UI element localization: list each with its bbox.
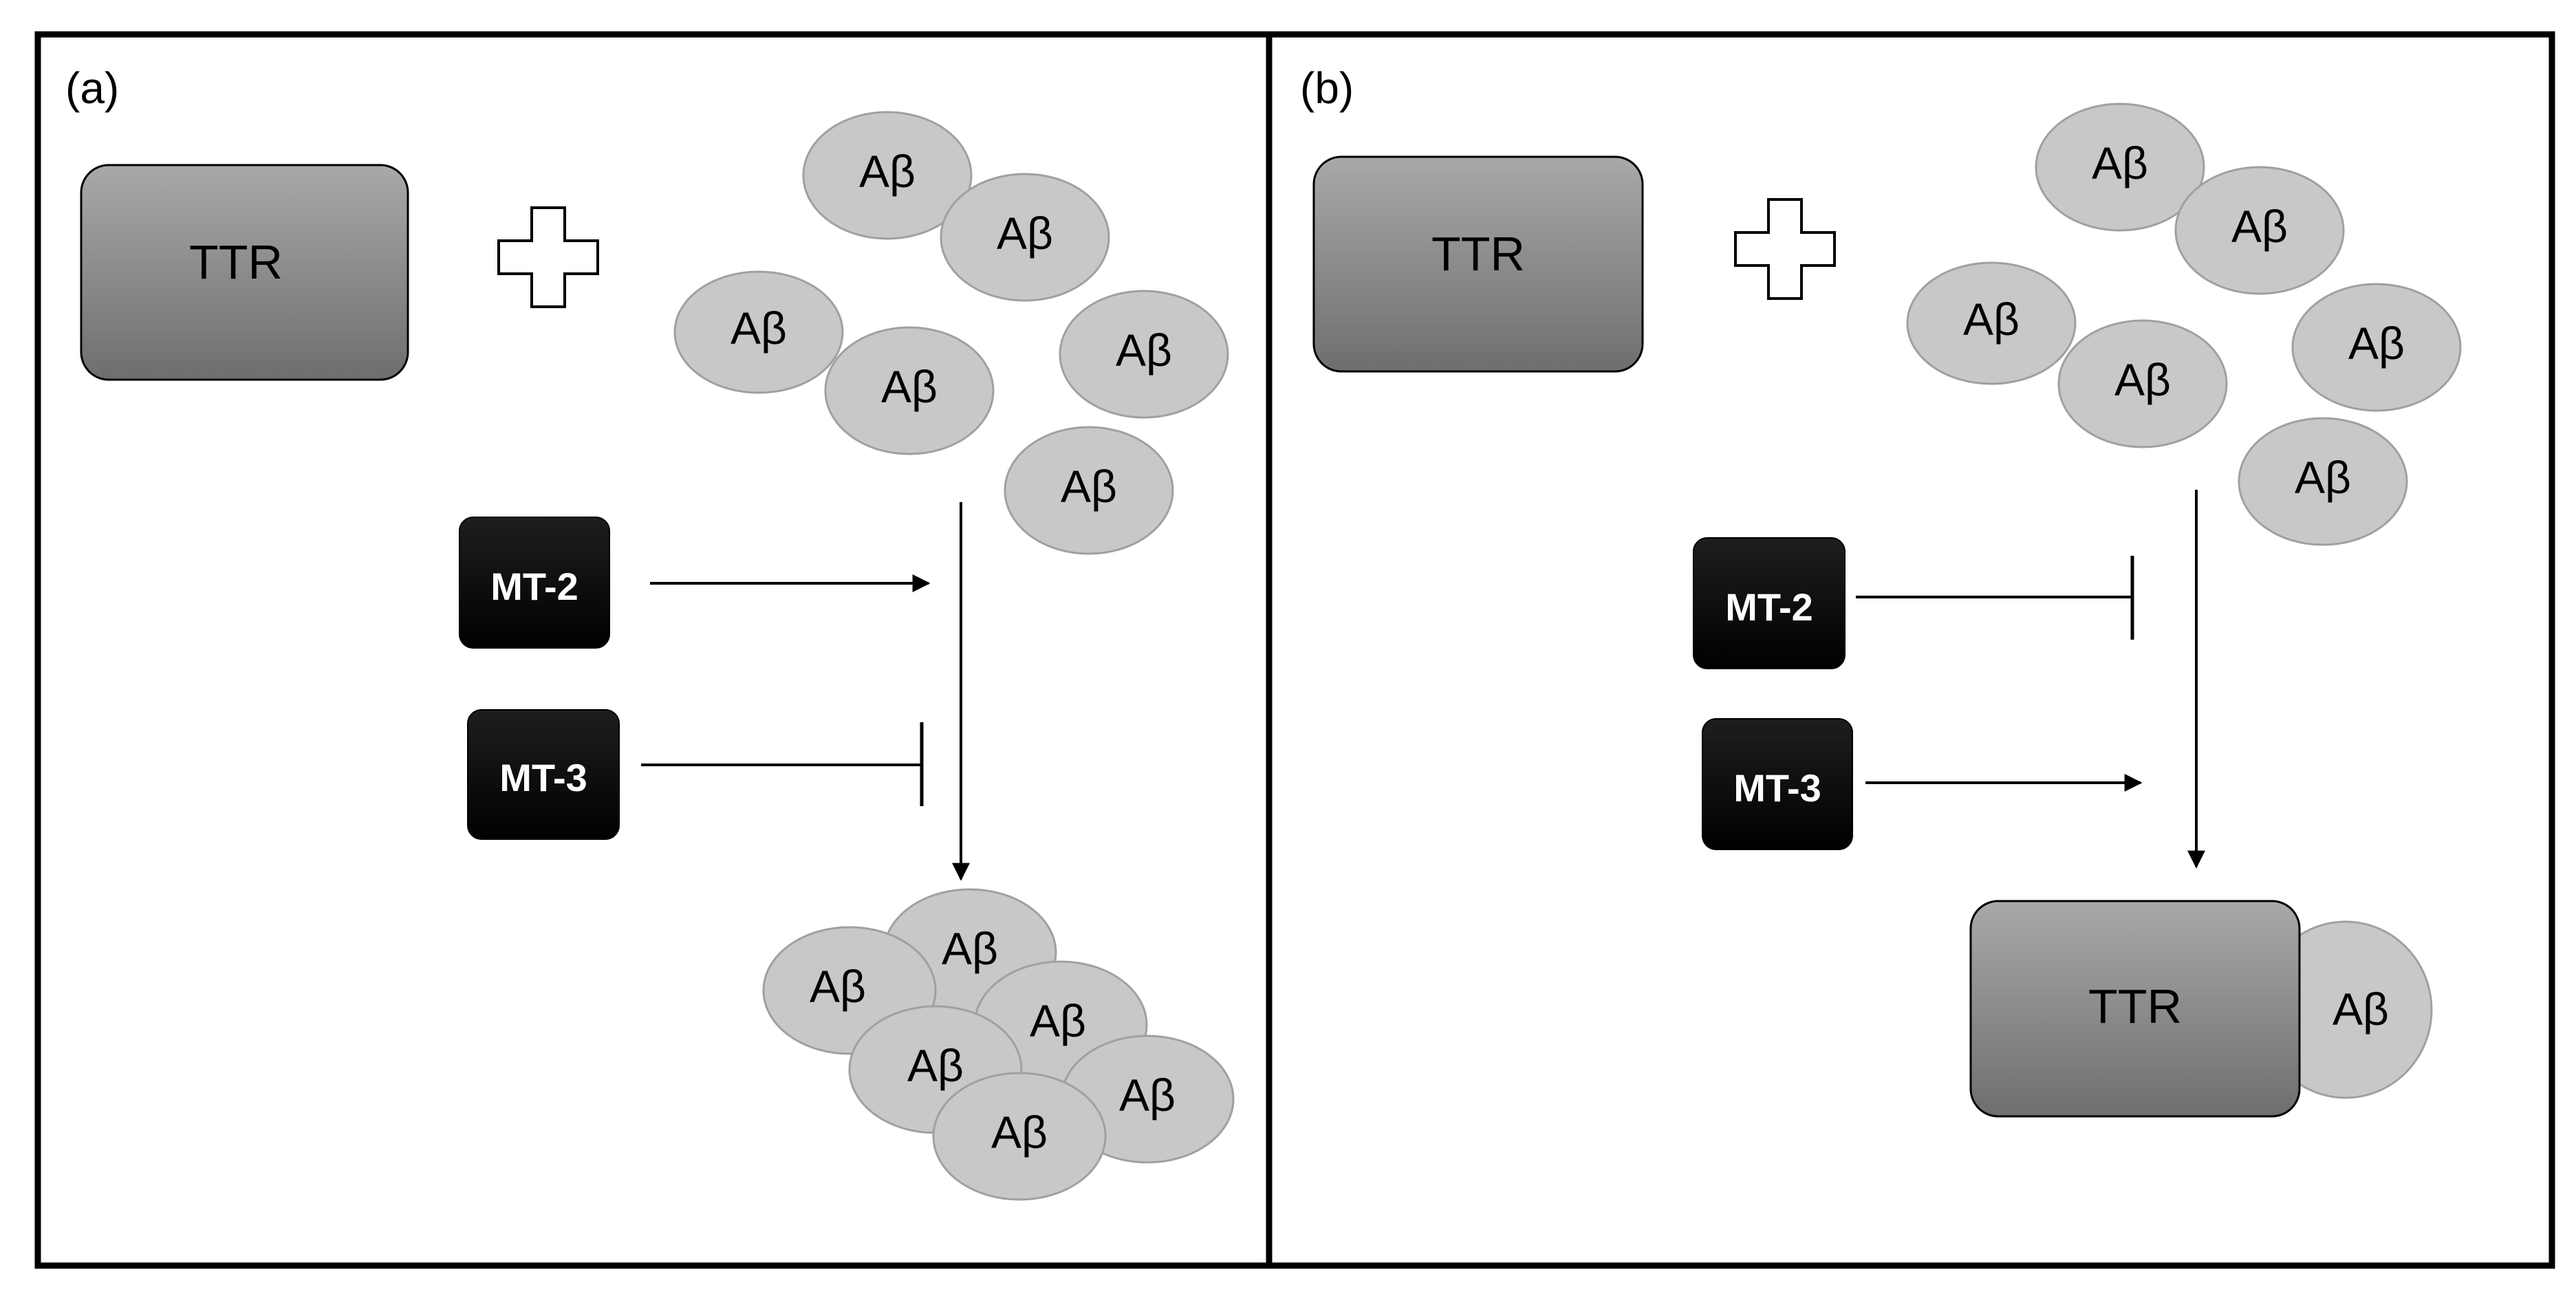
panel-b-mt2-label: MT-2	[1725, 585, 1813, 629]
ab-label: Aβ	[881, 361, 938, 412]
complex-ab-label: Aβ	[2333, 984, 2389, 1034]
ab-label: Aβ	[2295, 452, 2351, 503]
panel-a-mt3: MT-3	[467, 709, 620, 840]
panel-b-mt3-label: MT-3	[1733, 766, 1821, 810]
panel-a-mt3-inhibition	[641, 722, 924, 806]
ab-oval: Aβ	[2174, 166, 2345, 295]
panel-b-frame	[1266, 31, 2555, 1269]
ab-label: Aβ	[810, 961, 866, 1012]
panel-b-free-ab-group: Aβ Aβ Aβ Aβ Aβ Aβ	[1906, 102, 2462, 546]
ab-oval: Aβ	[1004, 426, 1174, 555]
ab-oval: Aβ	[1906, 261, 2077, 385]
ab-oval: Aβ	[673, 270, 844, 394]
ab-label: Aβ	[991, 1107, 1048, 1158]
ab-label: Aβ	[1030, 995, 1086, 1046]
ab-oval: Aβ	[2238, 417, 2408, 546]
ab-label: Aβ	[1061, 461, 1117, 512]
ab-label: Aβ	[2114, 354, 2171, 405]
ab-label: Aβ	[859, 146, 916, 197]
ab-oval: Aβ	[1059, 290, 1229, 419]
panel-a-ttr-label: TTR	[189, 235, 283, 289]
panel-b-ttr-ab-complex: Aβ TTR	[1969, 900, 2433, 1118]
ab-label: Aβ	[1119, 1070, 1176, 1120]
ab-oval: Aβ	[824, 326, 995, 455]
complex-ttr-box	[1969, 900, 2301, 1118]
panel-a-free-ab-group: Aβ Aβ Aβ Aβ Aβ Aβ	[673, 111, 1229, 555]
panel-b-label: (b)	[1300, 63, 1354, 113]
ab-label: Aβ	[907, 1040, 964, 1091]
ab-label: Aβ	[997, 208, 1053, 259]
ab-label: Aβ	[2092, 138, 2148, 188]
ab-oval: Aβ	[940, 173, 1110, 302]
ab-oval: Aβ	[802, 111, 973, 240]
panel-b-mt3: MT-3	[1702, 718, 1853, 850]
panel-a-mt3-label: MT-3	[499, 756, 587, 799]
panel-a-mt2-label: MT-2	[490, 565, 578, 608]
panel-b-ttr-label: TTR	[1431, 227, 1525, 281]
ab-oval: Aβ	[2035, 102, 2205, 232]
panel-a-label: (a)	[65, 63, 119, 113]
panel-b-ttr: TTR	[1312, 155, 1644, 373]
ab-label: Aβ	[730, 303, 787, 354]
complex-ttr-label: TTR	[2088, 979, 2182, 1033]
panel-b-plus-icon	[1734, 198, 1836, 300]
panel-a-ab-aggregate: Aβ Aβ Aβ Aβ Aβ Aβ	[762, 888, 1235, 1201]
ab-label: Aβ	[942, 923, 998, 974]
ab-label: Aβ	[1116, 325, 1172, 376]
ab-label: Aβ	[1963, 294, 2020, 345]
ab-label: Aβ	[2348, 318, 2405, 369]
panel-a-mt2: MT-2	[459, 517, 610, 649]
ab-label: Aβ	[2231, 201, 2288, 252]
panel-a-ttr: TTR	[80, 164, 409, 381]
ab-oval: Aβ	[2291, 283, 2462, 412]
panel-a-plus-icon	[497, 206, 599, 308]
ab-oval: Aβ	[2057, 319, 2228, 448]
panel-b-mt2: MT-2	[1693, 537, 1846, 669]
ab-oval: Aβ	[932, 1072, 1107, 1201]
panel-b-mt2-inhibition	[1856, 556, 2134, 640]
